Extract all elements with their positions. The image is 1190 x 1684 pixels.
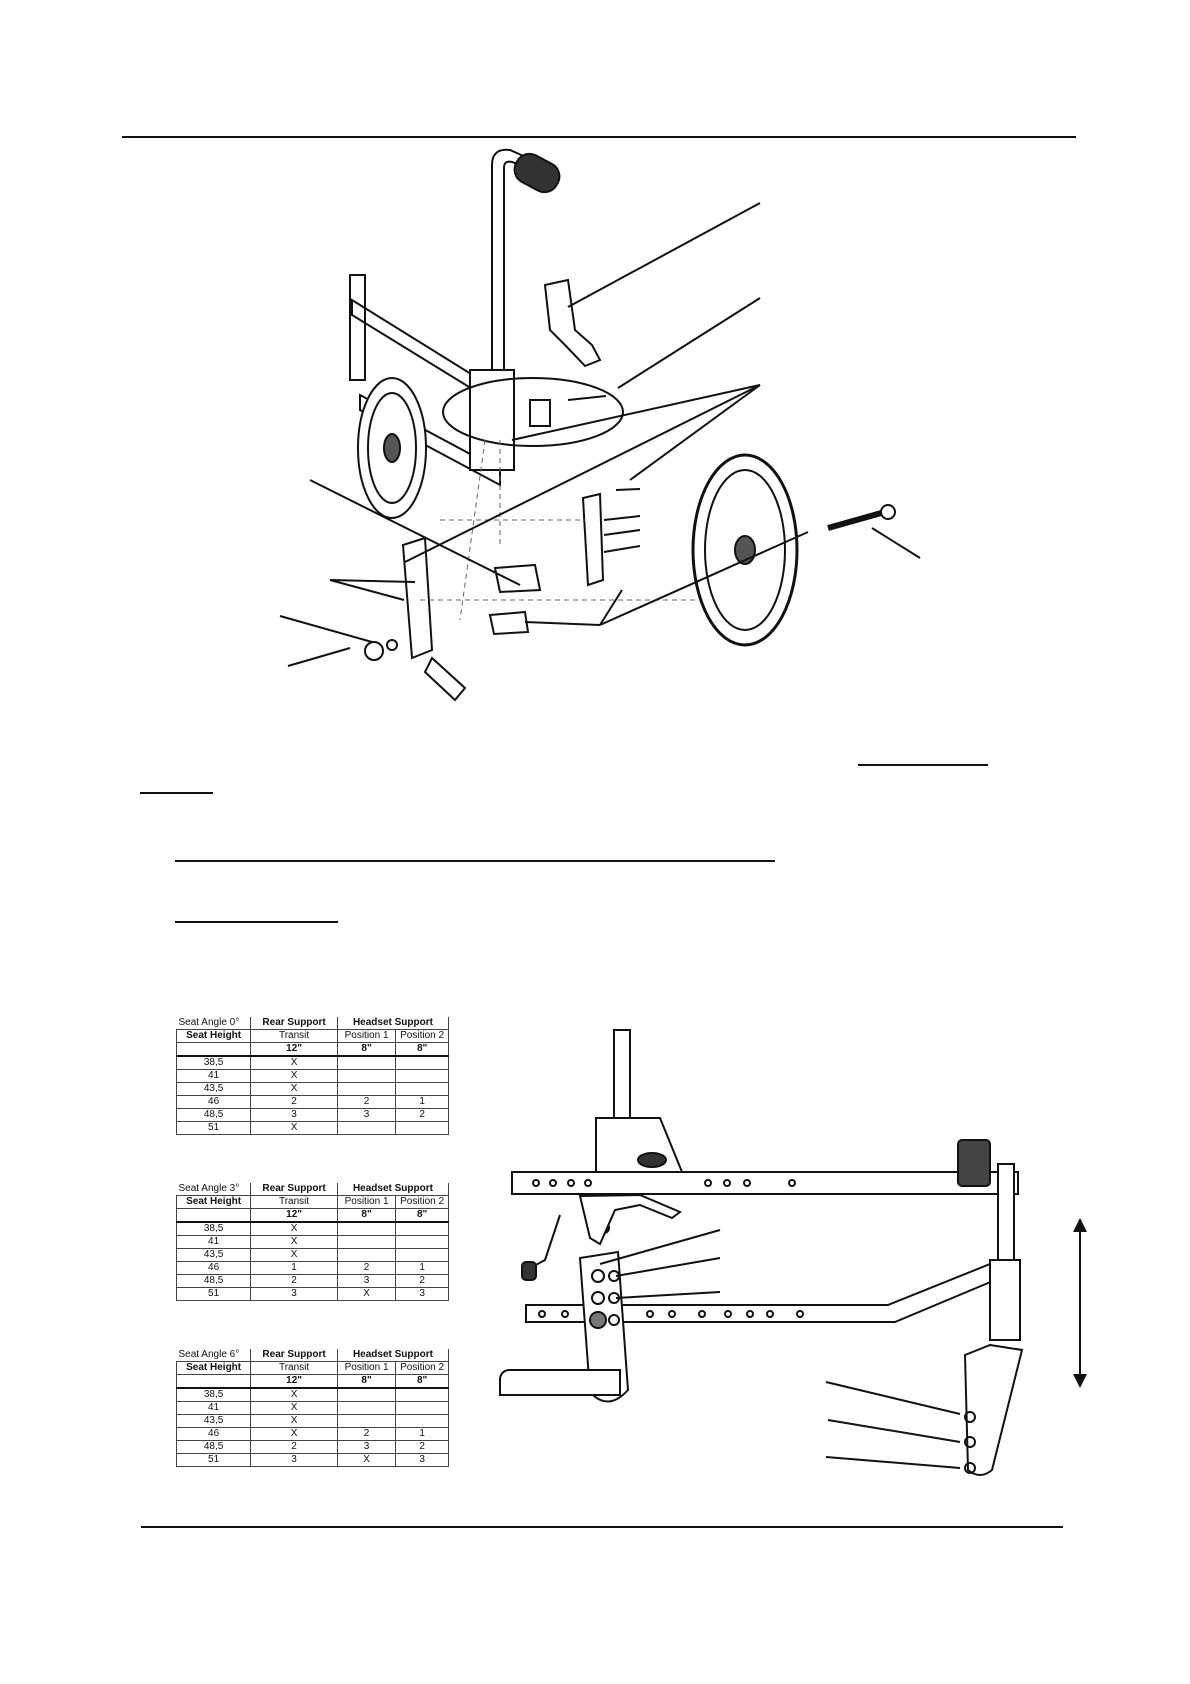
footer-rule xyxy=(141,1526,1063,1528)
angle-label: Seat Angle 6° xyxy=(176,1349,252,1362)
underline-mark xyxy=(175,860,775,862)
seat-table-0: Seat Angle 0° Rear Support Headset Suppo… xyxy=(175,1017,450,1135)
side-elevation-diagram xyxy=(499,1029,1087,1476)
header-rule xyxy=(122,136,1076,138)
seat-table-3: Seat Angle 3° Rear Support Headset Suppo… xyxy=(175,1183,450,1301)
angle-label: Seat Angle 0° xyxy=(176,1017,252,1030)
angle-label: Seat Angle 3° xyxy=(176,1183,252,1196)
seat-table-6: Seat Angle 6° Rear Support Headset Suppo… xyxy=(175,1349,450,1467)
underline-mark xyxy=(858,764,988,766)
underline-mark xyxy=(175,921,338,923)
underline-mark xyxy=(140,792,213,794)
exploded-assembly-diagram xyxy=(279,148,921,702)
